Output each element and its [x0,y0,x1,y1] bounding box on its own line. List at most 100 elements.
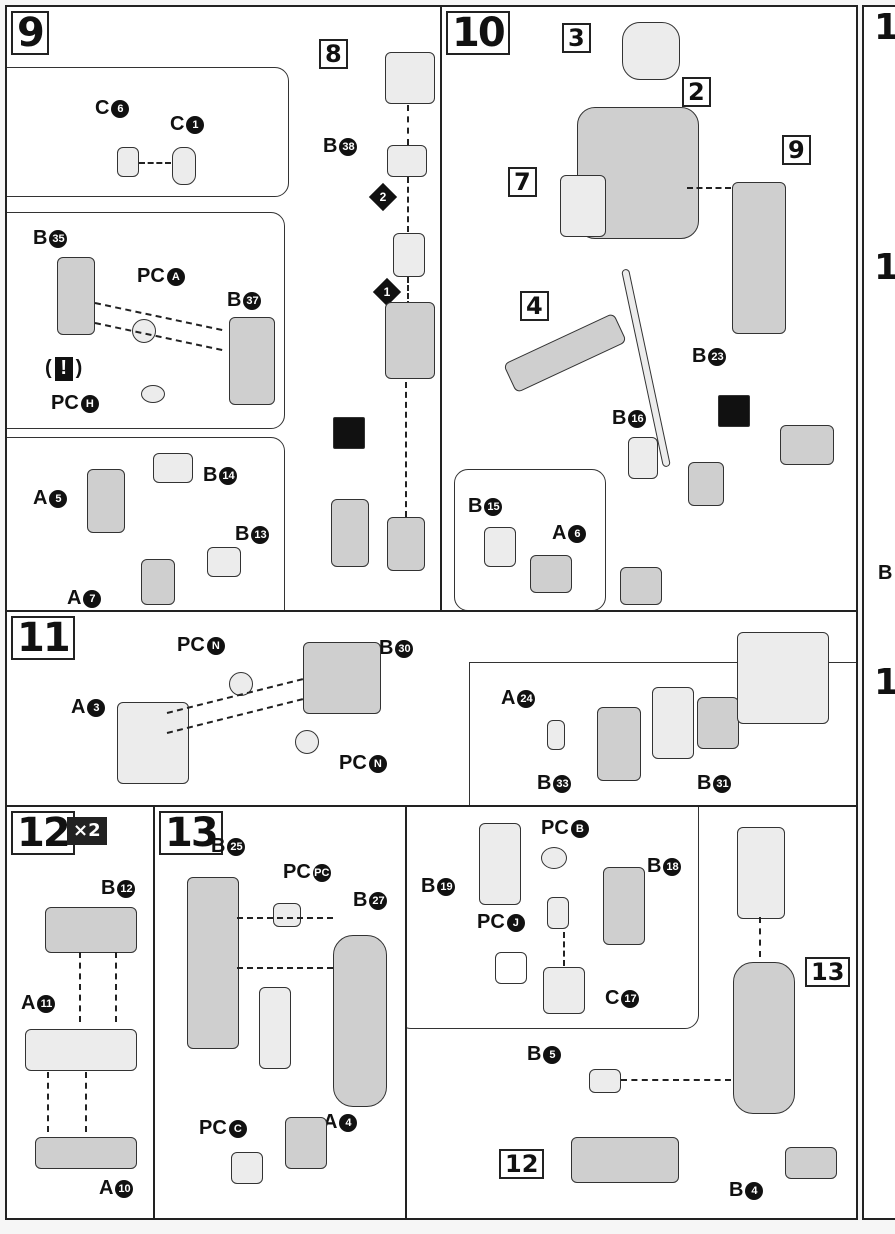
part-torso-core [385,302,435,379]
part-b27 [333,935,387,1107]
part-b30 [303,642,381,714]
cropped-step-number: 1 [874,7,895,48]
assembly-arrow [47,1072,49,1132]
part-pcf [273,903,301,927]
part-thigh [737,827,785,919]
part-a24 [547,720,565,750]
quantity-badge: ×2 [67,817,107,845]
part-frame [652,687,694,759]
part-pcn-2 [295,730,319,754]
part-b19 [479,823,521,905]
part-c1 [172,147,196,185]
assembly-arrow [563,932,565,966]
swap-icon [718,395,750,427]
part-b4 [785,1147,837,1179]
indicator-dot-icon [495,952,527,984]
part-pcn [229,672,253,696]
part-a4 [285,1117,327,1169]
callout-box-4: 4 [520,291,549,321]
part-head-sensor [385,52,435,104]
cropped-step-number: 1 [874,662,895,703]
callout-box-3: 3 [562,23,591,53]
assembly-arrow [621,1079,731,1081]
step-number: 11 [11,616,75,660]
part-b16 [628,437,658,479]
part-beam-rifle [502,312,628,394]
assembly-arrow [759,917,761,957]
part-b35 [57,257,95,335]
part-pch [141,385,165,403]
part-foot [571,1137,679,1183]
part-b12 [45,907,137,953]
part-hand-alt-1 [331,499,369,567]
part-pca [132,319,156,343]
part-arm [732,182,786,334]
part-b31 [697,697,739,749]
part-b37 [229,317,275,405]
part-a7-hand [141,559,175,605]
step-14-panel: 14 PCB B18 B19 PCJ C17 13 B5 12 B4 [405,805,858,1220]
part-a11 [25,1029,137,1071]
part-b25 [187,877,239,1049]
part-waist-result [737,632,829,724]
subassembly-c-parts [7,67,289,197]
part-hand-alt-2 [387,517,425,571]
assembly-arrow [407,277,409,307]
part-b33 [597,707,641,781]
step-number: 10 [446,11,510,55]
assembly-arrow [237,967,333,969]
part-a5-hand [87,469,125,533]
assembly-arrow [79,952,81,1022]
callout-box-2: 2 [682,77,711,107]
part-shoulder-armor [560,175,606,237]
callout-box-13: 13 [805,957,851,987]
assembly-arrow [139,162,171,164]
callout-box-9: 9 [782,135,811,165]
part-a6-hand [530,555,572,593]
part-hand-result [620,567,662,605]
part-a10 [35,1137,137,1169]
part-b38 [387,145,427,177]
part-head [622,22,680,80]
assembly-arrow [85,1072,87,1132]
assembly-arrow [405,382,407,517]
next-page-edge: 1 1 B 1 [862,5,895,1220]
part-leg-assembly [733,962,795,1114]
part-c17 [543,967,585,1014]
assembly-arrow [115,952,117,1022]
callout-box-8: 8 [319,39,348,69]
part-b14 [153,453,193,483]
part-b5 [589,1069,621,1093]
